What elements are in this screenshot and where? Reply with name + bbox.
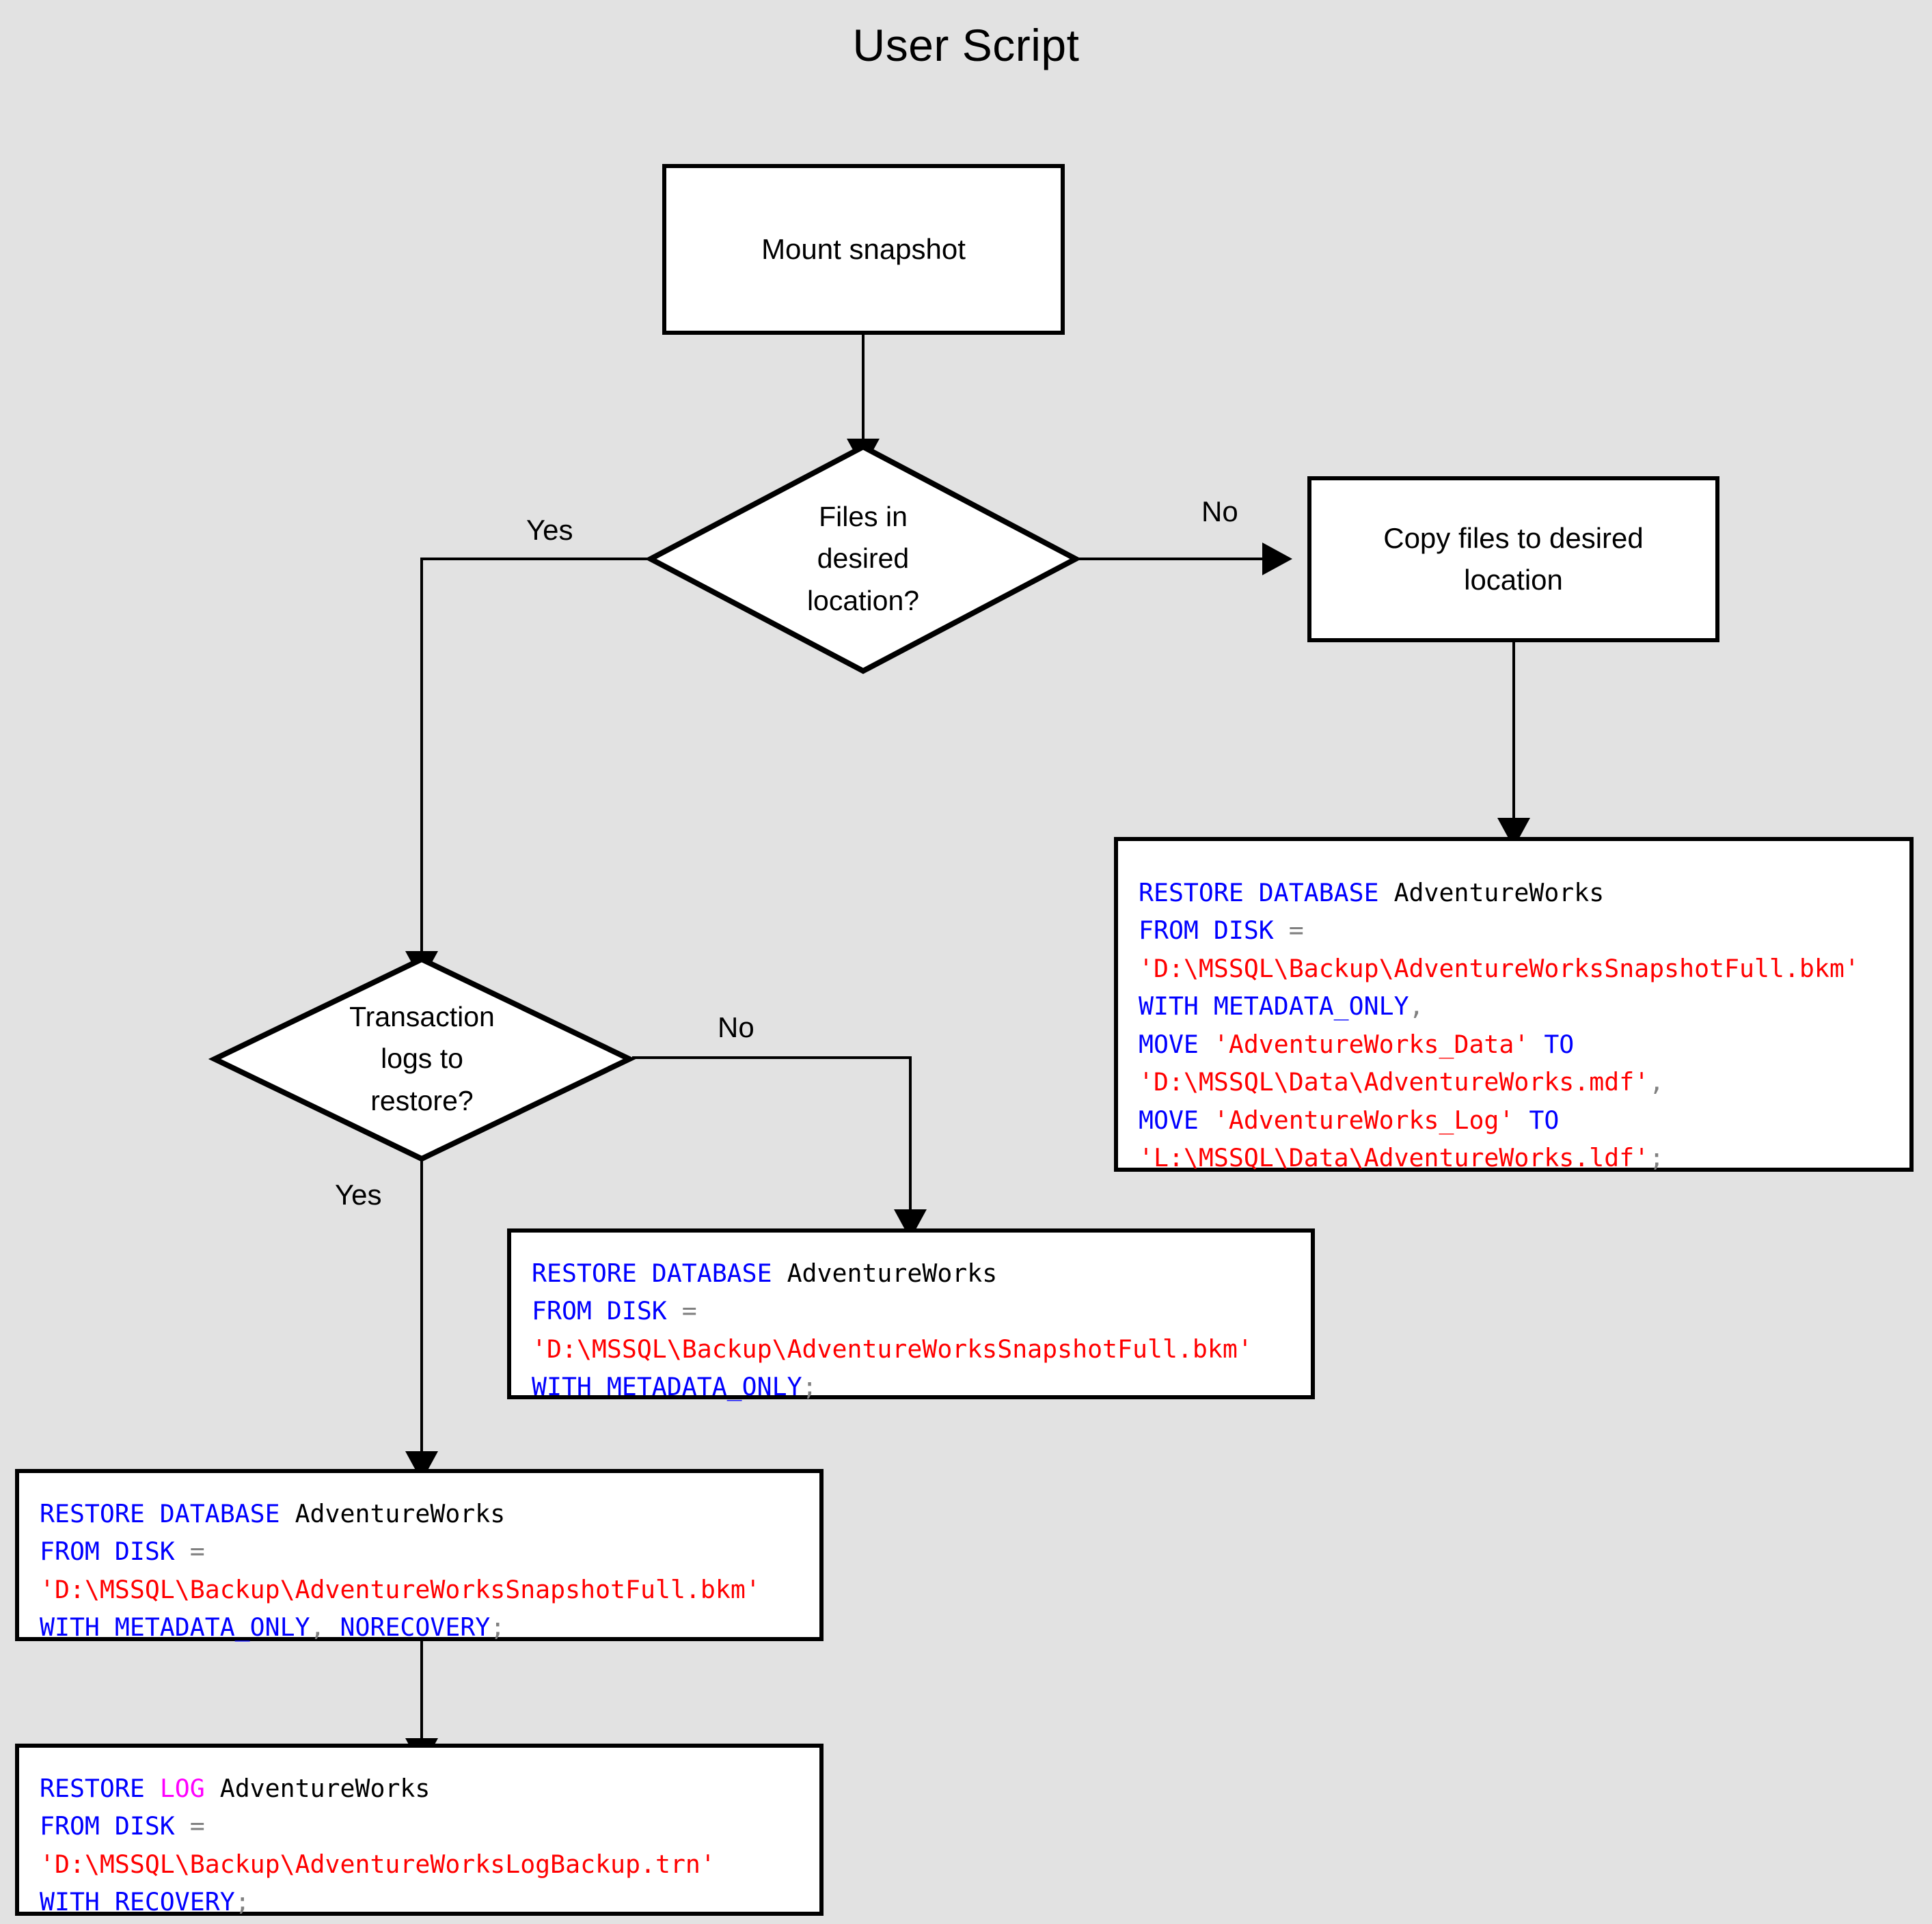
code-token: ; <box>1649 1143 1665 1173</box>
edge-label-files-no: No <box>1201 495 1238 527</box>
code-token: AdventureWorks <box>787 1259 998 1288</box>
edge-logs-no <box>632 1056 927 1239</box>
diamond-shape-files <box>644 443 1082 674</box>
node-decision-transaction-logs[interactable]: Transaction logs to restore? <box>208 956 636 1162</box>
code-line: 'D:\MSSQL\Backup\AdventureWorksSnapshotF… <box>40 1571 819 1608</box>
code-token: 'D:\MSSQL\Data\AdventureWorks.mdf' <box>1139 1067 1650 1097</box>
code-line: MOVE 'AdventureWorks_Data' TO <box>1139 1026 1909 1063</box>
code-line: 'D:\MSSQL\Backup\AdventureWorksLogBackup… <box>40 1845 819 1883</box>
code-token: 'L:\MSSQL\Data\AdventureWorks.ldf' <box>1139 1143 1650 1173</box>
code-token: ; <box>490 1612 506 1643</box>
code-token: WITH METADATA_ONLY <box>532 1372 802 1402</box>
node-mount-snapshot[interactable]: Mount snapshot <box>662 164 1065 335</box>
edge-label-logs-yes: Yes <box>335 1179 382 1211</box>
code-token: , <box>1409 991 1424 1021</box>
diamond-shape-logs <box>208 956 636 1162</box>
code-token: 'D:\MSSQL\Backup\AdventureWorksLogBackup… <box>40 1849 716 1879</box>
code-token: MOVE <box>1139 1029 1214 1059</box>
code-line: MOVE 'AdventureWorks_Log' TO <box>1139 1101 1909 1139</box>
code-token: = <box>681 1296 697 1326</box>
code-line: WITH METADATA_ONLY, NORECOVERY; <box>40 1608 819 1646</box>
node-copy-files-label: Copy files to desired location <box>1383 521 1644 596</box>
code-token: RESTORE <box>40 1774 160 1803</box>
code-token: 'D:\MSSQL\Backup\AdventureWorksSnapshotF… <box>1139 953 1860 983</box>
code-token: ; <box>802 1372 817 1402</box>
code-token: AdventureWorks <box>1393 878 1605 907</box>
code-line: 'D:\MSSQL\Backup\AdventureWorksSnapshotF… <box>1139 950 1909 987</box>
code-token: FROM DISK <box>532 1296 682 1326</box>
code-token: NORECOVERY <box>340 1612 491 1643</box>
code-token: 'D:\MSSQL\Backup\AdventureWorksSnapshotF… <box>40 1574 761 1604</box>
code-token: 'D:\MSSQL\Backup\AdventureWorksSnapshotF… <box>532 1334 1253 1364</box>
code-token: WITH RECOVERY <box>40 1887 235 1917</box>
code-token: WITH METADATA_ONLY <box>40 1612 310 1643</box>
code-line: RESTORE DATABASE AdventureWorks <box>1139 874 1909 911</box>
code-token: RESTORE DATABASE <box>40 1499 295 1528</box>
code-line: FROM DISK = <box>40 1807 819 1845</box>
code-token: RESTORE DATABASE <box>532 1259 787 1288</box>
code-line: 'D:\MSSQL\Data\AdventureWorks.mdf', <box>1139 1063 1909 1101</box>
code-token: 'AdventureWorks_Data' <box>1213 1029 1529 1059</box>
node-decision-files-in-location[interactable]: Files in desired location? <box>644 443 1082 674</box>
code-token: AdventureWorks <box>295 1499 506 1528</box>
code-line: 'L:\MSSQL\Data\AdventureWorks.ldf'; <box>1139 1139 1909 1177</box>
code-token: LOG <box>159 1774 205 1803</box>
code-token: WITH METADATA_ONLY <box>1139 991 1409 1021</box>
code-token: = <box>1288 916 1304 946</box>
code-line: RESTORE LOG AdventureWorks <box>40 1770 819 1807</box>
code-line: WITH METADATA_ONLY; <box>532 1368 1311 1405</box>
code-line: WITH RECOVERY; <box>40 1883 819 1921</box>
code-token: = <box>189 1537 205 1567</box>
code-line: 'D:\MSSQL\Backup\AdventureWorksSnapshotF… <box>532 1330 1311 1368</box>
code-token: , <box>1649 1067 1665 1097</box>
code-line: WITH METADATA_ONLY, <box>1139 987 1909 1025</box>
code-token: FROM DISK <box>1139 916 1289 946</box>
node-mount-snapshot-label: Mount snapshot <box>761 232 966 265</box>
code-token: = <box>189 1811 205 1841</box>
code-token: ; <box>234 1887 250 1917</box>
edge-label-files-yes: Yes <box>526 514 573 546</box>
code-token: MOVE <box>1139 1105 1214 1135</box>
code-token: AdventureWorks <box>204 1774 431 1803</box>
code-token: TO <box>1529 1029 1575 1059</box>
code-line: FROM DISK = <box>40 1533 819 1570</box>
page-title: User Script <box>852 20 1080 70</box>
code-line: RESTORE DATABASE AdventureWorks <box>532 1254 1311 1292</box>
code-line: FROM DISK = <box>1139 911 1909 949</box>
code-token: FROM DISK <box>40 1811 190 1841</box>
code-token: 'AdventureWorks_Log' <box>1213 1105 1514 1135</box>
code-token: RESTORE DATABASE <box>1139 878 1394 907</box>
edge-label-logs-no: No <box>718 1011 754 1043</box>
code-line: RESTORE DATABASE AdventureWorks <box>40 1495 819 1533</box>
node-copy-files[interactable]: Copy files to desired location <box>1307 476 1719 642</box>
edge-files-yes <box>405 558 648 981</box>
code-token: , <box>310 1612 340 1643</box>
code-token: FROM DISK <box>40 1537 190 1567</box>
code-line: FROM DISK = <box>532 1292 1311 1330</box>
code-token: TO <box>1514 1105 1560 1135</box>
